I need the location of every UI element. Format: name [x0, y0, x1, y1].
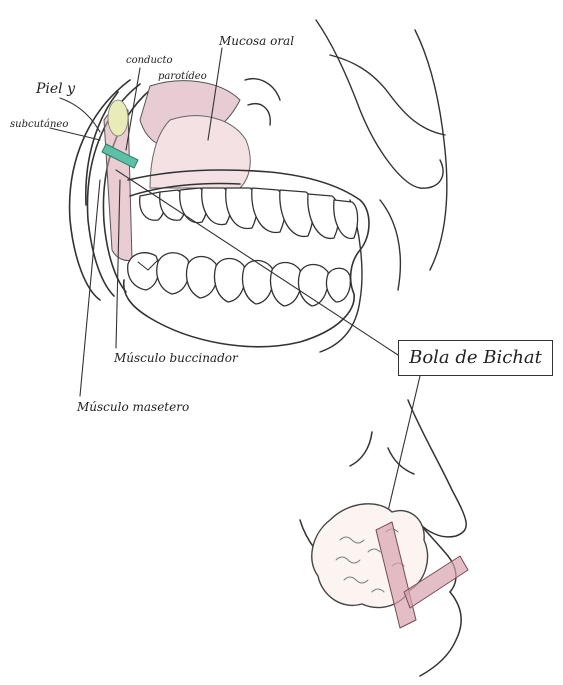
label-bola-de-bichat: Bola de Bichat — [409, 349, 542, 367]
label-conducto: conducto — [126, 56, 173, 66]
lower-teeth — [128, 253, 351, 306]
label-mucosa-oral: Mucosa oral — [219, 35, 294, 47]
face-outline — [245, 20, 447, 352]
label-musculo-masetero: Músculo masetero — [77, 401, 189, 413]
label-piel: Piel y — [36, 82, 75, 96]
label-subcutaneo: subcutáneo — [10, 120, 68, 130]
oral-mucosa — [150, 116, 250, 188]
label-musculo-buccinador: Músculo buccinador — [114, 352, 238, 364]
parotid-gland — [108, 100, 128, 136]
bichat-label-box: Bola de Bichat — [398, 340, 553, 376]
upper-teeth — [140, 188, 358, 239]
label-parotideo: parotídeo — [158, 72, 207, 82]
